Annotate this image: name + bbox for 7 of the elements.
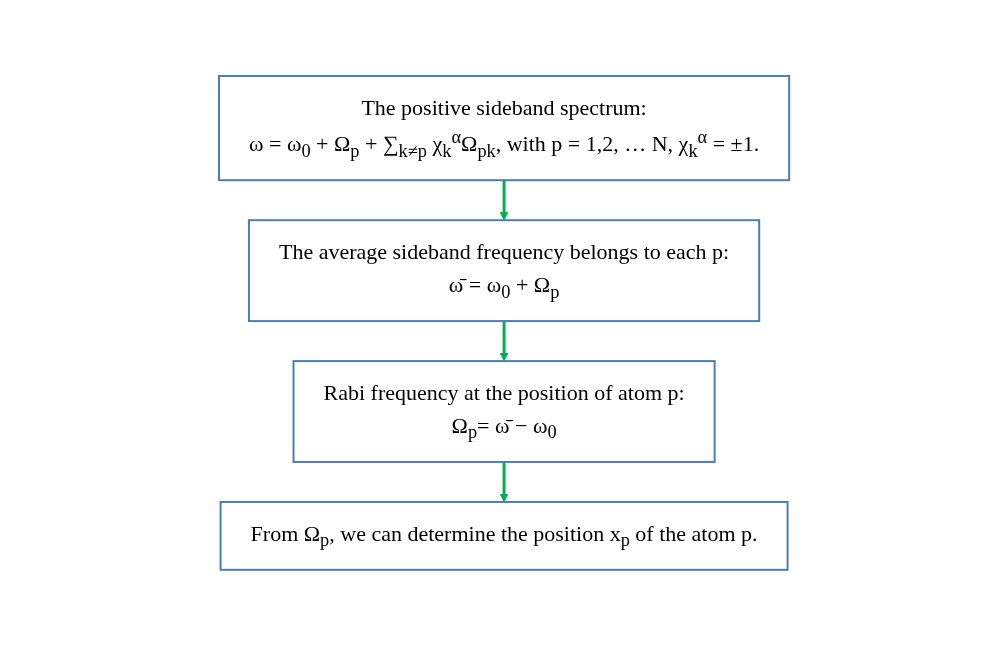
arrow: [499, 179, 509, 221]
arrow: [499, 461, 509, 502]
node-box: From Ω$_{p}$, we can determine the position x$_{p}$ of the atom p.: [219, 500, 789, 571]
node-box: The positive sideband spectrum: ω = ω$_{0}$ + Ω$_{p}$ + ∑$_{k≠p}$ χ$_{k}$$^{α}$Ω$_{pk}$, with p = 1,2, … N, χ$_{k}$$^{α}$ = ±1.: [217, 74, 791, 181]
node-box: Rabi frequency at the position of atom p: Ω$_{p}$= ω̄ − ω$_{0}$: [292, 359, 716, 463]
arrow: [499, 320, 509, 362]
node-box: The average sideband frequency belongs to each p: ω̄ = ω$_{0}$ + Ω$_{p}$: [247, 218, 761, 322]
